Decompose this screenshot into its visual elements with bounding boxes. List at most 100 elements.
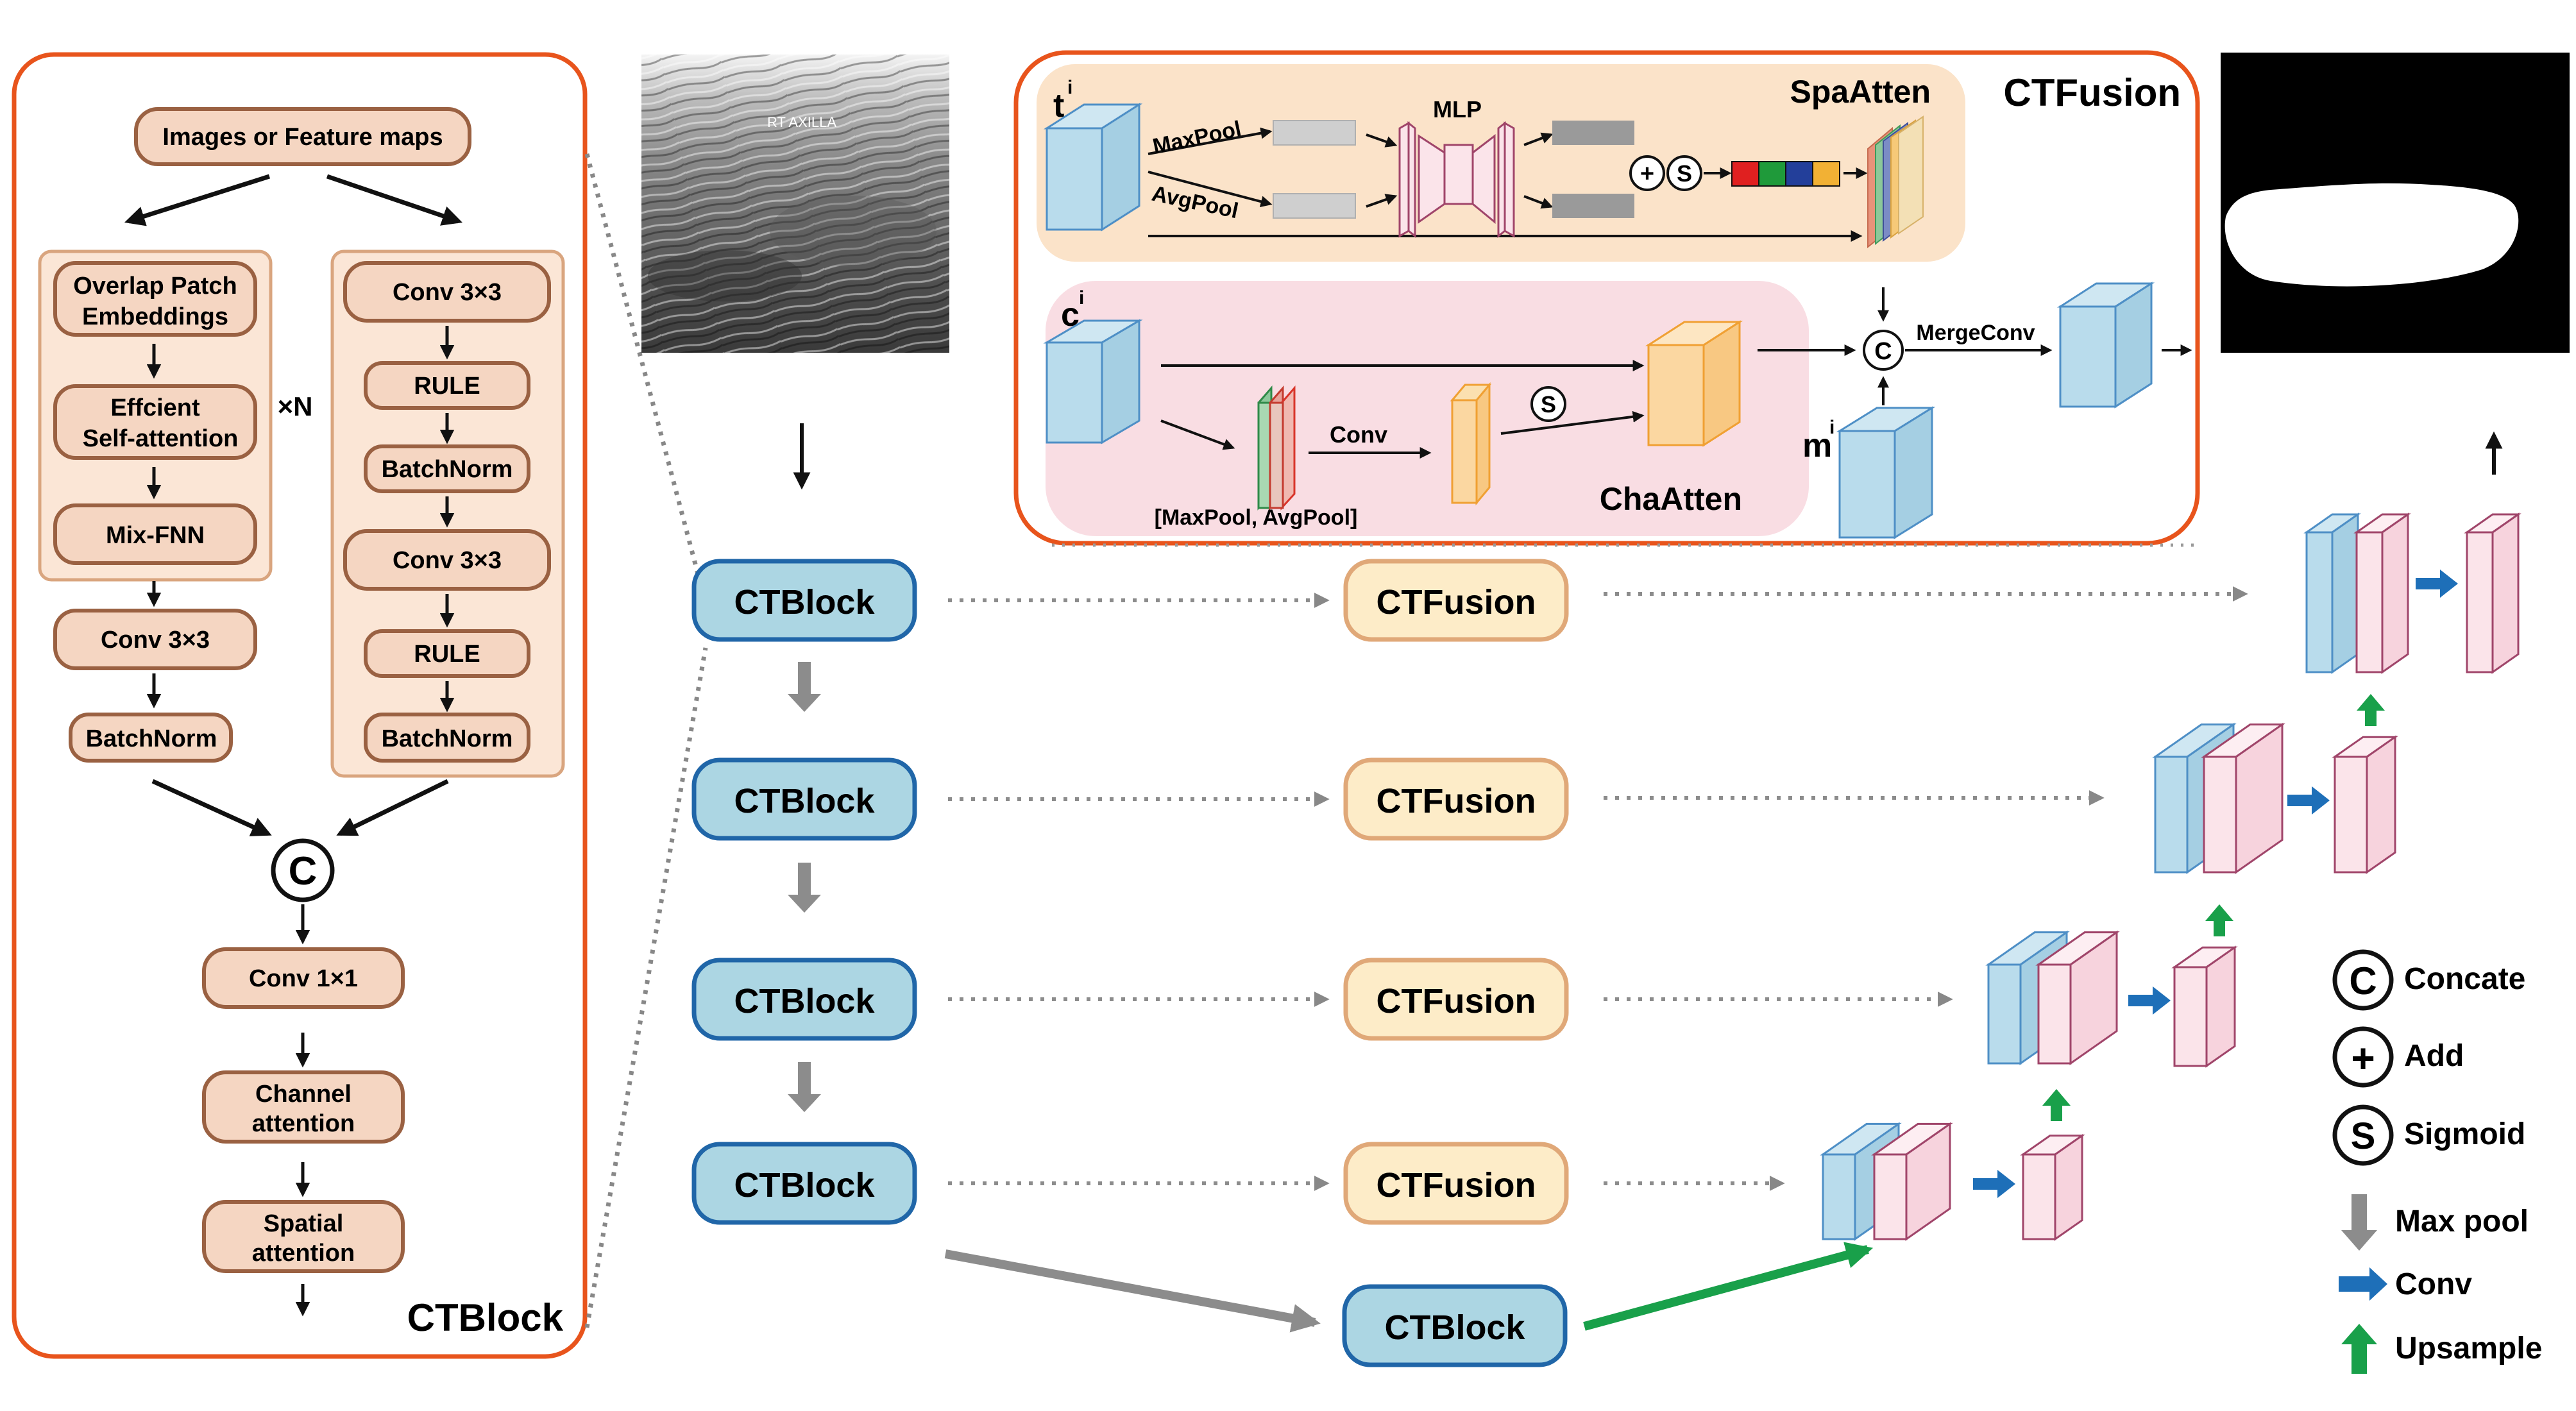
right-bn2-label: BatchNorm bbox=[382, 725, 513, 752]
channel-attention-block bbox=[202, 1070, 405, 1144]
right-bn2-block bbox=[364, 713, 530, 763]
ctblock-detail-panel: CTBlock Images or Feature maps Overlap P… bbox=[12, 52, 588, 1359]
right-rule2-label: RULE bbox=[414, 641, 480, 668]
efficient-attention-label-2: Self-attention bbox=[83, 425, 239, 452]
spatial-attention-block bbox=[202, 1200, 405, 1273]
merge-arrow-left bbox=[151, 779, 272, 836]
cha-atten-title: ChaAtten bbox=[1600, 481, 1742, 517]
skip-connections bbox=[948, 586, 2248, 1191]
spa-output-stack bbox=[1867, 115, 1924, 249]
left-batchnorm-label: BatchNorm bbox=[86, 725, 217, 752]
decoder-column bbox=[1820, 512, 2521, 1241]
zoom-line-bottom bbox=[584, 647, 708, 1328]
add-icon bbox=[1629, 155, 1665, 191]
mlp-out-vector-2 bbox=[1552, 194, 1634, 218]
right-conv2-label: Conv 3×3 bbox=[393, 547, 502, 574]
left-conv3x3-label: Conv 3×3 bbox=[101, 627, 210, 654]
legend-concat-label: Concate bbox=[2404, 962, 2525, 996]
ctblock-2 bbox=[691, 757, 917, 841]
t-input-sup: i bbox=[1067, 77, 1072, 98]
t-feature-cube bbox=[1043, 103, 1143, 232]
legend-sigmoid-symbol: S bbox=[2351, 1115, 2376, 1157]
legend-add-label: Add bbox=[2404, 1039, 2464, 1073]
ctfusion-detail-panel: CTFusion SpaAtten t i MaxPool AvgPool ML… bbox=[1013, 50, 2200, 546]
add-icon-symbol: + bbox=[1640, 160, 1654, 187]
c-feature-cube bbox=[1043, 319, 1143, 444]
right-bn1-label: BatchNorm bbox=[382, 456, 513, 483]
ctblock-bottleneck bbox=[1342, 1284, 1568, 1367]
right-rule1-block bbox=[364, 361, 530, 410]
channel-weight-bar bbox=[1450, 382, 1492, 506]
legend-add-symbol: + bbox=[2351, 1035, 2375, 1081]
c-input-sup: i bbox=[1079, 287, 1084, 308]
efficient-attention-label-1: Effcient bbox=[110, 394, 200, 421]
c-to-pool-arrow bbox=[1160, 419, 1235, 450]
maxpool-vector bbox=[1273, 120, 1356, 146]
ctblock-4-label: CTBlock bbox=[734, 1166, 875, 1204]
ctblock-panel-title: CTBlock bbox=[407, 1296, 564, 1339]
mlp-label: MLP bbox=[1433, 96, 1482, 123]
overlap-patch-label-2: Embeddings bbox=[82, 303, 228, 330]
merge-arrow-right bbox=[336, 779, 449, 836]
decoder-l2-conv-arrow bbox=[2287, 786, 2330, 815]
ctfusion-2 bbox=[1343, 757, 1569, 841]
spatial-weight-strip bbox=[1731, 161, 1840, 187]
ctfusion-panel-title: CTFusion bbox=[2003, 71, 2181, 114]
mix-fnn-label: Mix-FNN bbox=[106, 522, 205, 549]
merge-conv-label: MergeConv bbox=[1916, 321, 2035, 345]
mlp-to-out1-arrow bbox=[1523, 132, 1554, 146]
channel-pool-stack bbox=[1257, 385, 1296, 511]
ctblock-3 bbox=[691, 958, 917, 1041]
right-rule1-label: RULE bbox=[414, 373, 480, 400]
cha-conv-label: Conv bbox=[1330, 421, 1387, 448]
m-feature-cube bbox=[1836, 406, 1936, 539]
spatial-attention-label-2: attention bbox=[252, 1240, 355, 1267]
legend-upsample-arrow-icon bbox=[2341, 1324, 2377, 1374]
decoder-l2-concat-cube bbox=[2201, 722, 2285, 874]
maxpool-to-bottleneck bbox=[944, 1249, 1321, 1333]
input-block bbox=[134, 107, 471, 166]
mlp-network bbox=[1398, 121, 1515, 239]
ctblock-bottleneck-label: CTBlock bbox=[1384, 1308, 1525, 1347]
decoder-l1-conv-arrow bbox=[2416, 570, 2458, 598]
legend-sigmoid-icon bbox=[2332, 1104, 2394, 1166]
legend-upsample-label: Upsample bbox=[2395, 1331, 2542, 1365]
ctblock-3-label: CTBlock bbox=[734, 982, 875, 1020]
left-conv3x3-block bbox=[53, 609, 257, 670]
mv-to-mlp-arrow bbox=[1366, 133, 1398, 148]
legend-maxpool-label: Max pool bbox=[2395, 1204, 2529, 1238]
ctblock-2-label: CTBlock bbox=[734, 782, 875, 820]
decoder-l4-upsample-arrow bbox=[2042, 1089, 2071, 1121]
repeat-n-label: ×N bbox=[278, 391, 313, 421]
m-input-label: m bbox=[1802, 427, 1832, 464]
legend: C Concate + Add S Sigmoid Max pool Conv … bbox=[2332, 949, 2542, 1374]
decoder-l4-conv-arrow bbox=[1973, 1170, 2015, 1198]
cha-sigmoid-icon bbox=[1530, 386, 1566, 422]
decoder-l3-conv-arrow bbox=[2128, 986, 2171, 1015]
conv1x1-label: Conv 1×1 bbox=[249, 965, 358, 992]
decoder-l3-upsample-arrow bbox=[2205, 904, 2233, 936]
ctblock-1-label: CTBlock bbox=[734, 583, 875, 621]
cha-atten-region bbox=[1046, 281, 1809, 536]
ctfusion-2-label: CTFusion bbox=[1377, 782, 1536, 820]
m-input-sup: i bbox=[1829, 417, 1835, 438]
input-ultrasound-image: RT AXILLA bbox=[641, 55, 949, 353]
strip-cell bbox=[1785, 161, 1813, 187]
decoder-l2-upsample-arrow bbox=[2357, 694, 2385, 726]
ctfusion-3-label: CTFusion bbox=[1377, 982, 1536, 1020]
decoder-l4-out-cube bbox=[2020, 1133, 2085, 1241]
right-conv2-block bbox=[343, 529, 551, 591]
fusion-column: CTFusion CTFusion CTFusion CTFusion bbox=[948, 559, 2248, 1225]
right-conv1-block bbox=[343, 261, 551, 323]
fusion-concat-icon bbox=[1863, 330, 1904, 371]
legend-sigmoid-label: Sigmoid bbox=[2404, 1117, 2525, 1151]
spatial-attention-label-1: Spatial bbox=[264, 1210, 344, 1237]
split-arrow-left bbox=[124, 174, 271, 226]
avgpool-vector bbox=[1273, 193, 1356, 219]
legend-maxpool-arrow-icon bbox=[2341, 1194, 2377, 1251]
right-conv1-label: Conv 3×3 bbox=[393, 279, 502, 306]
legend-add-icon bbox=[2332, 1026, 2394, 1088]
decoder-l1-out-cube bbox=[2464, 512, 2521, 674]
overlap-patch-block bbox=[53, 261, 257, 337]
efficient-attention-block bbox=[53, 384, 257, 460]
